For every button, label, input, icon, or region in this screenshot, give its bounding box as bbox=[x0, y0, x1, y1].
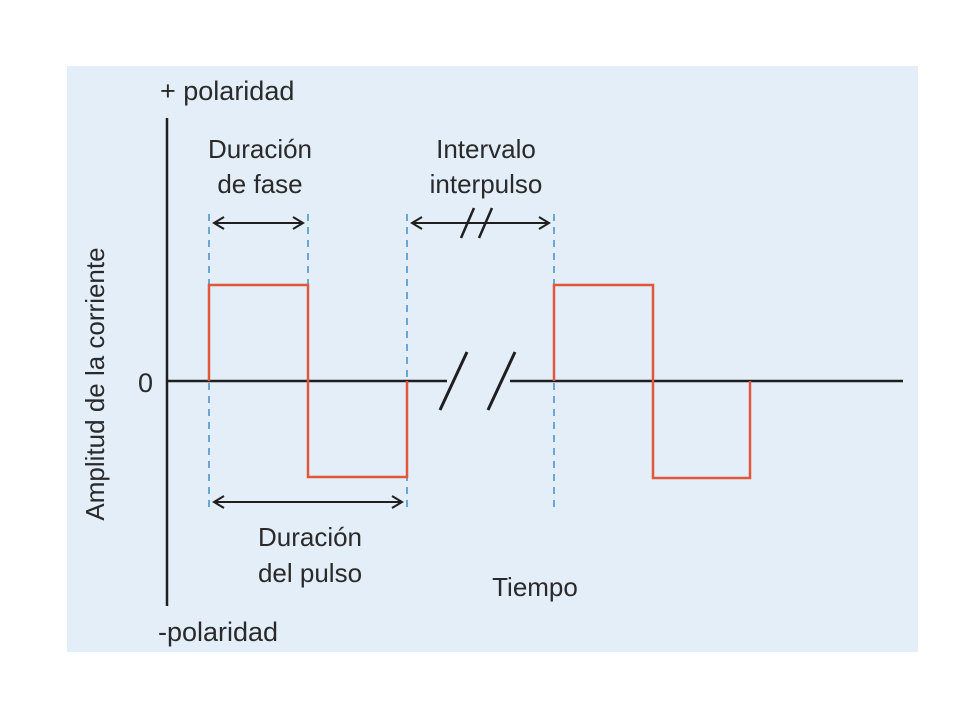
phase-duration-label-line1: Duración bbox=[208, 134, 312, 164]
phase-duration-label-line2: de fase bbox=[217, 169, 302, 199]
interpulse-label-line1: Intervalo bbox=[436, 134, 536, 164]
x-axis-label: Tiempo bbox=[492, 572, 578, 602]
axis-break-slash-2 bbox=[486, 351, 517, 411]
pulse-duration-label-line1: Duración bbox=[258, 522, 362, 552]
axis-break-slash-1 bbox=[438, 351, 469, 411]
waveform-pulse-2 bbox=[552, 283, 752, 480]
y-axis-label: Amplitud de la corriente bbox=[80, 247, 110, 520]
waveform-pulse-1 bbox=[207, 283, 409, 479]
pulse-duration-label-line2: del pulso bbox=[258, 558, 362, 588]
interpulse-label-line2: interpulso bbox=[430, 169, 543, 199]
pulse-duration-arrow bbox=[212, 495, 404, 509]
negative-polarity-label: -polaridad bbox=[158, 617, 278, 647]
phase-duration-arrow bbox=[212, 216, 305, 230]
zero-label: 0 bbox=[138, 368, 153, 398]
positive-polarity-label: + polaridad bbox=[160, 76, 294, 106]
interpulse-arrow bbox=[410, 207, 551, 239]
